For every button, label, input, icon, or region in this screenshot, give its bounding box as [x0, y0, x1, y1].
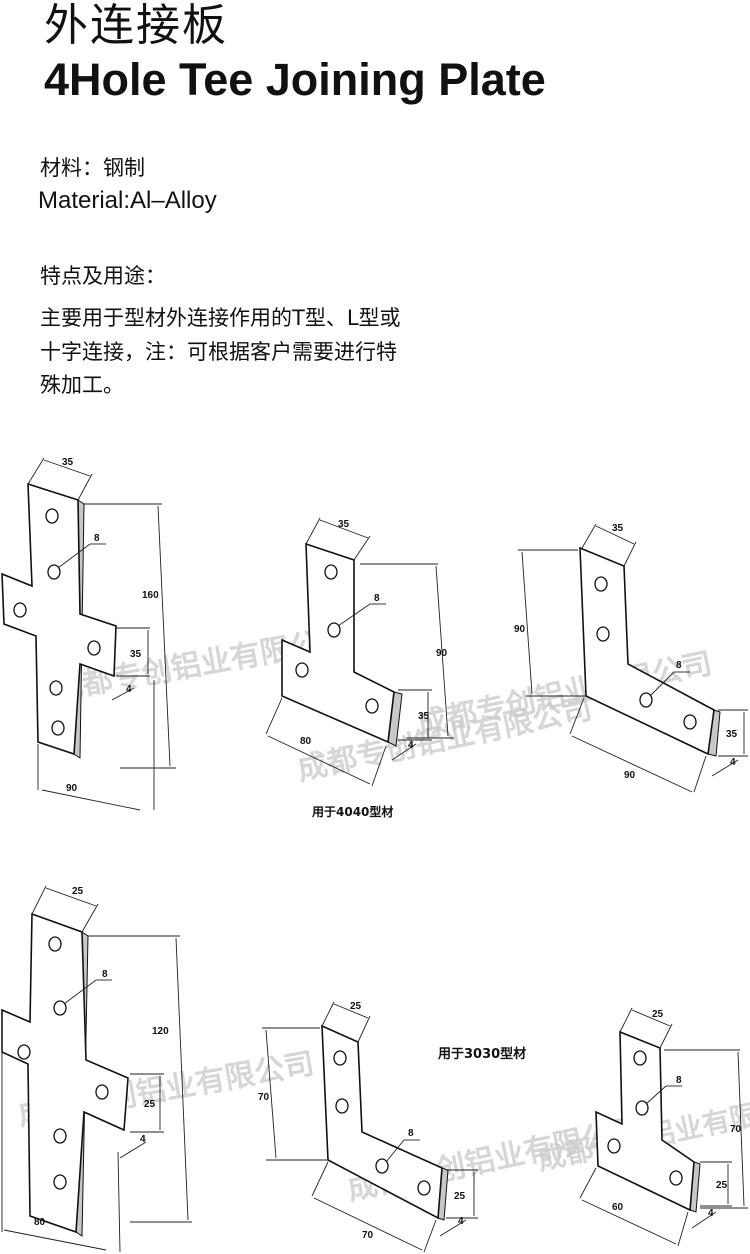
- hole: [635, 1100, 649, 1116]
- dim-arm-label: 25: [454, 1191, 466, 1202]
- hole: [17, 1044, 31, 1060]
- hole: [48, 936, 62, 952]
- tee-plate-3030-drawing: 25 8 70 25 4 60: [579, 1007, 748, 1247]
- dim-height-label: 90: [514, 624, 526, 635]
- hole: [669, 1170, 683, 1186]
- cross-plate: [1, 912, 129, 1234]
- dim-arm-label: 25: [716, 1180, 728, 1191]
- ell-plate-4040-drawing: 35 8 90 35 4 90: [514, 523, 748, 793]
- dim-span-label: 90: [66, 783, 78, 794]
- tee-plate-4040-drawing: 35 8 90 35 4 80: [265, 517, 454, 787]
- hole: [596, 626, 610, 642]
- usage-label-3030: 用于3030型材: [438, 1047, 527, 1062]
- tee-plate: [281, 542, 395, 744]
- dim-thickness-label: 4: [458, 1216, 464, 1227]
- dim-hole-label: 8: [408, 1128, 414, 1139]
- dim-hole-label: 8: [676, 660, 682, 671]
- dim-span-label: 80: [300, 736, 312, 747]
- dim-hole-label: 8: [94, 533, 100, 544]
- dim-arm-label: 35: [726, 729, 738, 740]
- dim-thickness-label: 4: [140, 1134, 146, 1145]
- dim-height-label: 90: [436, 648, 448, 659]
- dim-arm-label: 35: [418, 711, 430, 722]
- dim-span-label: 80: [34, 1217, 46, 1228]
- dim-width-label: 25: [72, 886, 84, 897]
- dim-height-label: 70: [258, 1092, 270, 1103]
- dim-hole-label: 8: [676, 1075, 682, 1086]
- usage-label-4040: 用于4040型材: [312, 805, 394, 819]
- dim-thickness-label: 4: [408, 740, 414, 751]
- dim-span-label: 70: [362, 1230, 374, 1241]
- dim-span-label: 90: [624, 770, 636, 781]
- hole: [49, 680, 63, 696]
- hole: [45, 508, 59, 524]
- hole: [639, 692, 653, 708]
- features-heading: 特点及用途：: [40, 264, 166, 288]
- hole: [95, 1084, 109, 1100]
- cross-plate: [1, 482, 117, 756]
- dim-thickness-label: 4: [126, 684, 132, 695]
- dim-span-label: 60: [612, 1202, 624, 1213]
- dim-arm-label: 35: [130, 649, 142, 660]
- ell-plate-3030-drawing: 25 8 70 25 4 70: [258, 1001, 478, 1253]
- hole: [87, 640, 101, 656]
- dim-hole-label: 8: [374, 593, 380, 604]
- hole: [51, 720, 65, 736]
- dim-width-label: 25: [350, 1001, 362, 1012]
- page-title-en: 4Hole Tee Joining Plate: [44, 54, 546, 105]
- hole: [607, 1138, 621, 1154]
- dim-arm-label: 25: [144, 1099, 156, 1110]
- hole: [295, 662, 309, 678]
- hole: [333, 1050, 347, 1066]
- dim-height-label: 120: [152, 1026, 169, 1037]
- hole: [53, 1000, 67, 1016]
- hole: [365, 698, 379, 714]
- page-title-cn: 外连接板: [44, 0, 228, 51]
- material-label-cn: 材料：钢制: [40, 156, 145, 180]
- dim-width-label: 25: [652, 1009, 664, 1020]
- dim-height-label: 70: [730, 1124, 742, 1135]
- hole: [683, 714, 697, 730]
- hole: [633, 1050, 647, 1066]
- cross-plate-3030-drawing: 25 8 120 25 4 80: [1, 885, 192, 1253]
- hole: [375, 1158, 389, 1174]
- cross-plate-4040-drawing: 35 8 160 35 4 90: [1, 457, 176, 811]
- dim-height-label: 160: [142, 590, 159, 601]
- tee-plate: [595, 1030, 695, 1212]
- dim-width-label: 35: [612, 523, 624, 534]
- dim-thickness-label: 4: [730, 757, 736, 768]
- features-line: 主要用于型材外连接作用的T型、L型或: [40, 306, 401, 330]
- hole: [335, 1098, 349, 1114]
- features-line: 殊加工。: [40, 373, 124, 397]
- dim-width-label: 35: [62, 457, 74, 468]
- features-line: 十字连接，注：可根据客户需要进行特: [40, 340, 397, 364]
- hole: [13, 602, 27, 618]
- material-label-en: Material:Al–Alloy: [38, 187, 217, 214]
- dim-thickness-label: 4: [708, 1208, 714, 1219]
- hole: [47, 564, 61, 580]
- hole: [53, 1128, 67, 1144]
- hole: [594, 576, 608, 592]
- dim-hole-label: 8: [102, 969, 108, 980]
- hole: [324, 564, 338, 580]
- dim-width-label: 35: [338, 519, 350, 530]
- hole: [53, 1174, 67, 1190]
- hole: [327, 622, 341, 638]
- hole: [417, 1180, 431, 1196]
